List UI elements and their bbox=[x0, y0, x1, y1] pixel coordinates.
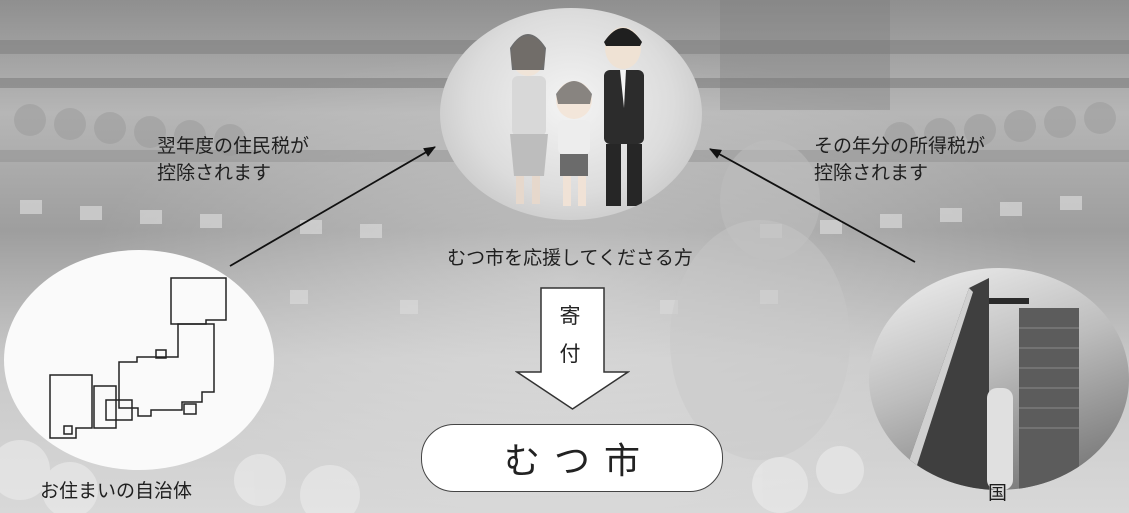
donation-arrow-icon bbox=[515, 287, 630, 410]
family-figures bbox=[510, 27, 644, 206]
country-label: 国 bbox=[988, 482, 1008, 504]
income-tax-line-2: 控除されます bbox=[814, 162, 929, 184]
income-tax-note: その年分の所得税が 控除されます bbox=[814, 133, 985, 187]
father-figure bbox=[604, 27, 644, 206]
mother-figure bbox=[510, 34, 548, 204]
resident-tax-line-1: 翌年度の住民税が bbox=[157, 135, 310, 157]
resident-tax-arrow bbox=[229, 146, 436, 267]
income-tax-line-1: その年分の所得税が bbox=[814, 135, 986, 157]
local-government-label: お住まいの自治体 bbox=[40, 480, 193, 502]
city-name: むつ市 bbox=[503, 441, 654, 482]
resident-tax-line-2: 控除されます bbox=[157, 162, 272, 184]
income-tax-arrow bbox=[709, 148, 916, 263]
country-buildings-photo bbox=[869, 268, 1129, 490]
donation-char-1: 寄 bbox=[559, 304, 581, 328]
donation-char-2: 付 bbox=[559, 342, 581, 366]
resident-tax-note: 翌年度の住民税が 控除されます bbox=[157, 133, 309, 187]
supporter-label: むつ市を応援してくださる方 bbox=[447, 247, 693, 269]
japan-map-icon bbox=[49, 277, 227, 439]
child-figure bbox=[556, 81, 592, 206]
mutsu-city-box: むつ市 bbox=[421, 424, 723, 492]
local-government-map bbox=[4, 250, 274, 470]
skyscraper-icon bbox=[899, 278, 1079, 490]
supporter-family-photo bbox=[440, 8, 702, 220]
